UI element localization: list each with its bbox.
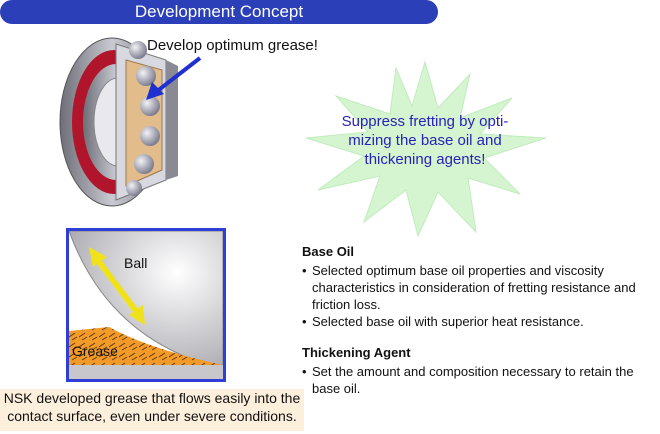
caption-line-2: contact surface, even under severe condi… — [7, 408, 297, 424]
develop-grease-label: Develop optimum grease! — [147, 37, 318, 54]
burst-message: Suppress fretting by opti- mizing the ba… — [330, 112, 520, 169]
caption-line-1: NSK developed grease that flows easily i… — [3, 390, 301, 406]
thickening-agent-list: Set the amount and composition necessary… — [302, 363, 652, 397]
starburst-shape — [305, 60, 547, 238]
pointer-arrow-icon — [146, 56, 202, 100]
burst-line-2: mizing the base oil and — [348, 132, 502, 149]
base-oil-list: Selected optimum base oil properties and… — [302, 262, 652, 330]
contact-diagram — [66, 228, 226, 382]
thickening-agent-item: Set the amount and composition necessary… — [302, 363, 652, 397]
thickening-agent-section: Thickening Agent Set the amount and comp… — [302, 344, 652, 397]
section-title: Development Concept — [134, 2, 304, 21]
base-oil-section: Base Oil Selected optimum base oil prope… — [302, 243, 652, 330]
ball-label: Ball — [124, 255, 148, 271]
thickening-agent-heading: Thickening Agent — [302, 345, 411, 360]
section-title-bar: Development Concept — [0, 0, 438, 24]
burst-line-3: thickening agents! — [364, 151, 486, 168]
grease-label: Grease — [72, 343, 118, 359]
diagram-caption: NSK developed grease that flows easily i… — [0, 389, 304, 431]
double-arrow-icon — [89, 247, 145, 325]
base-oil-heading: Base Oil — [302, 244, 355, 259]
base-oil-item: Selected base oil with superior heat res… — [302, 313, 652, 330]
burst-line-1: Suppress fretting by opti- — [341, 113, 509, 130]
base-oil-item: Selected optimum base oil properties and… — [302, 262, 652, 313]
